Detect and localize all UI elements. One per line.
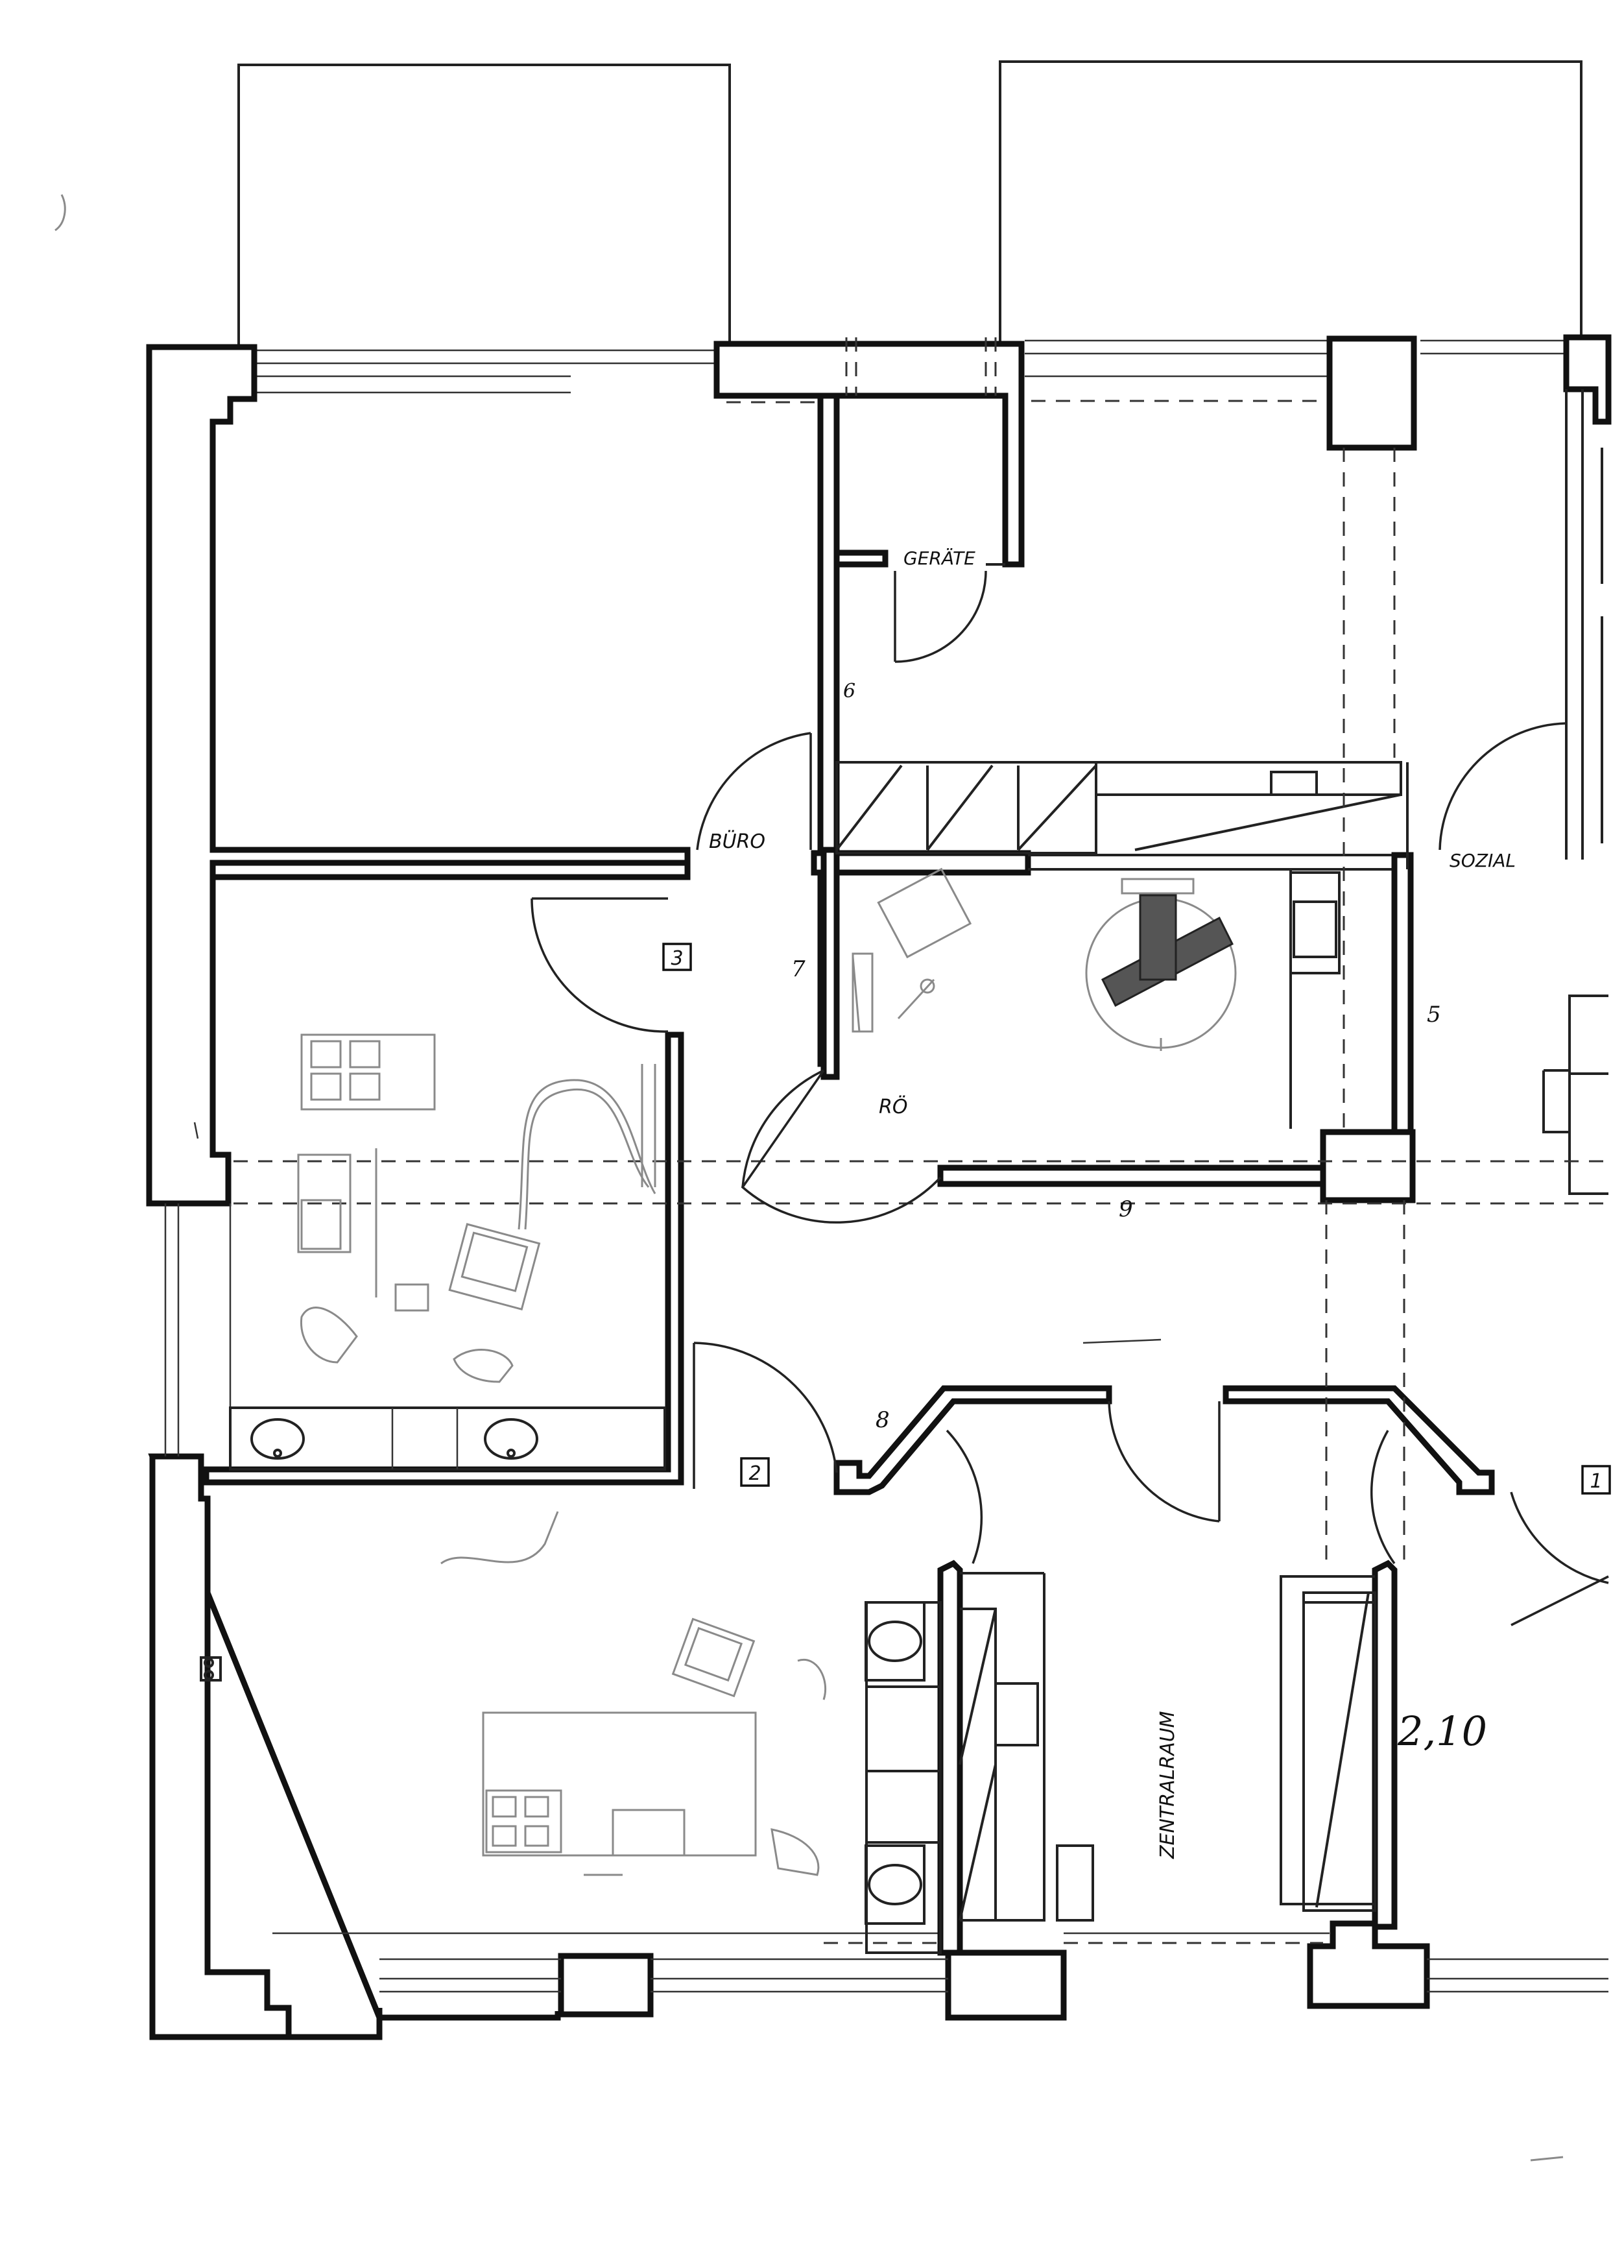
interior-walls: [203, 389, 1608, 1956]
handwritten-9: 9: [1119, 1196, 1133, 1222]
top-windows: [254, 339, 1570, 404]
handwritten-6: 6: [843, 680, 855, 703]
top-projections: [237, 60, 1582, 347]
doors: [531, 570, 1609, 1626]
room-labels: BÜRO GERÄTE SOZIAL RÖ ZENTRALRAUM: [709, 548, 1516, 1859]
equipment-roe: [852, 867, 1237, 1051]
label-sozial: SOZIAL: [1450, 850, 1516, 871]
label-buero: BÜRO: [709, 830, 765, 853]
equipment-room-3: [297, 1033, 656, 1565]
equipment-room-2: [482, 1617, 827, 1876]
bottom-windows: [272, 1932, 1608, 1993]
handwritten-dim-2-10: 2,10: [1397, 1707, 1487, 1755]
handwritten-5: 5: [1427, 1002, 1441, 1028]
handwritten-7: 7: [791, 956, 806, 982]
room-number-1: 1: [1590, 1470, 1602, 1493]
label-roe: RÖ: [879, 1095, 907, 1118]
label-geraete: GERÄTE: [903, 548, 975, 569]
left-window-strip: [164, 1203, 232, 1456]
room-number-3: 3: [671, 947, 683, 970]
handwritten-8: 8: [876, 1407, 890, 1433]
fixtures: [200, 871, 1341, 1925]
room-numbers: 3 2 1: [662, 943, 1611, 1495]
dashed-lines: [233, 337, 1608, 1570]
stray-marks: [54, 194, 1564, 2162]
label-zentralraum: ZENTRALRAUM: [1156, 1711, 1179, 1859]
handwritten-marks: 7 6 5 9 8 2,10: [791, 680, 1487, 1755]
room-number-2: 2: [748, 1462, 761, 1485]
